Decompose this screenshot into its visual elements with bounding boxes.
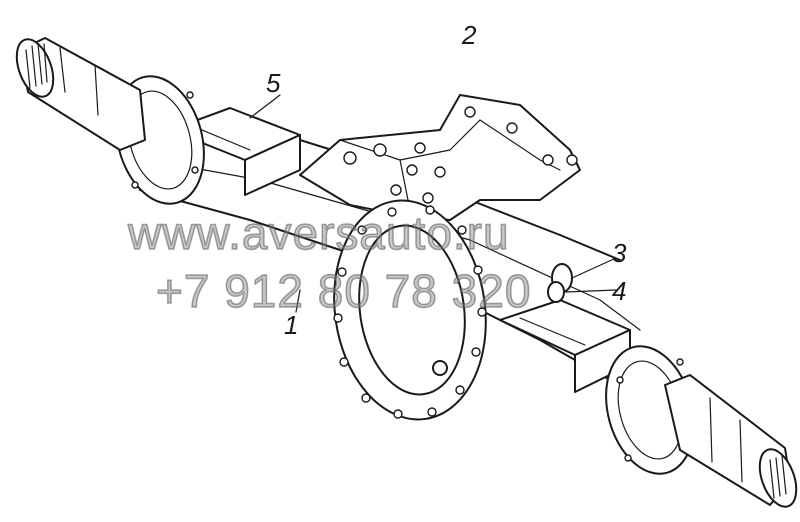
bracket xyxy=(299,94,581,221)
fitting-4 xyxy=(547,281,565,303)
callout-4: 4 xyxy=(612,276,627,306)
callout-5: 5 xyxy=(266,68,281,98)
callout-3: 3 xyxy=(612,238,627,268)
leader-3 xyxy=(571,257,617,279)
left-spring-pad-side xyxy=(244,134,301,196)
callout-1: 1 xyxy=(284,310,299,340)
banjo-housing-inner xyxy=(358,224,466,396)
banjo-bolt-holes xyxy=(333,205,487,419)
watermark-phone: +7 912 80 78 320 xyxy=(155,265,532,317)
watermark-site: www.aversauto.ru xyxy=(127,207,510,259)
fill-plug xyxy=(432,360,448,376)
callout-2: 2 xyxy=(462,20,477,50)
leader-1 xyxy=(295,289,301,313)
leader-4 xyxy=(565,289,617,293)
leader-5 xyxy=(249,94,281,119)
